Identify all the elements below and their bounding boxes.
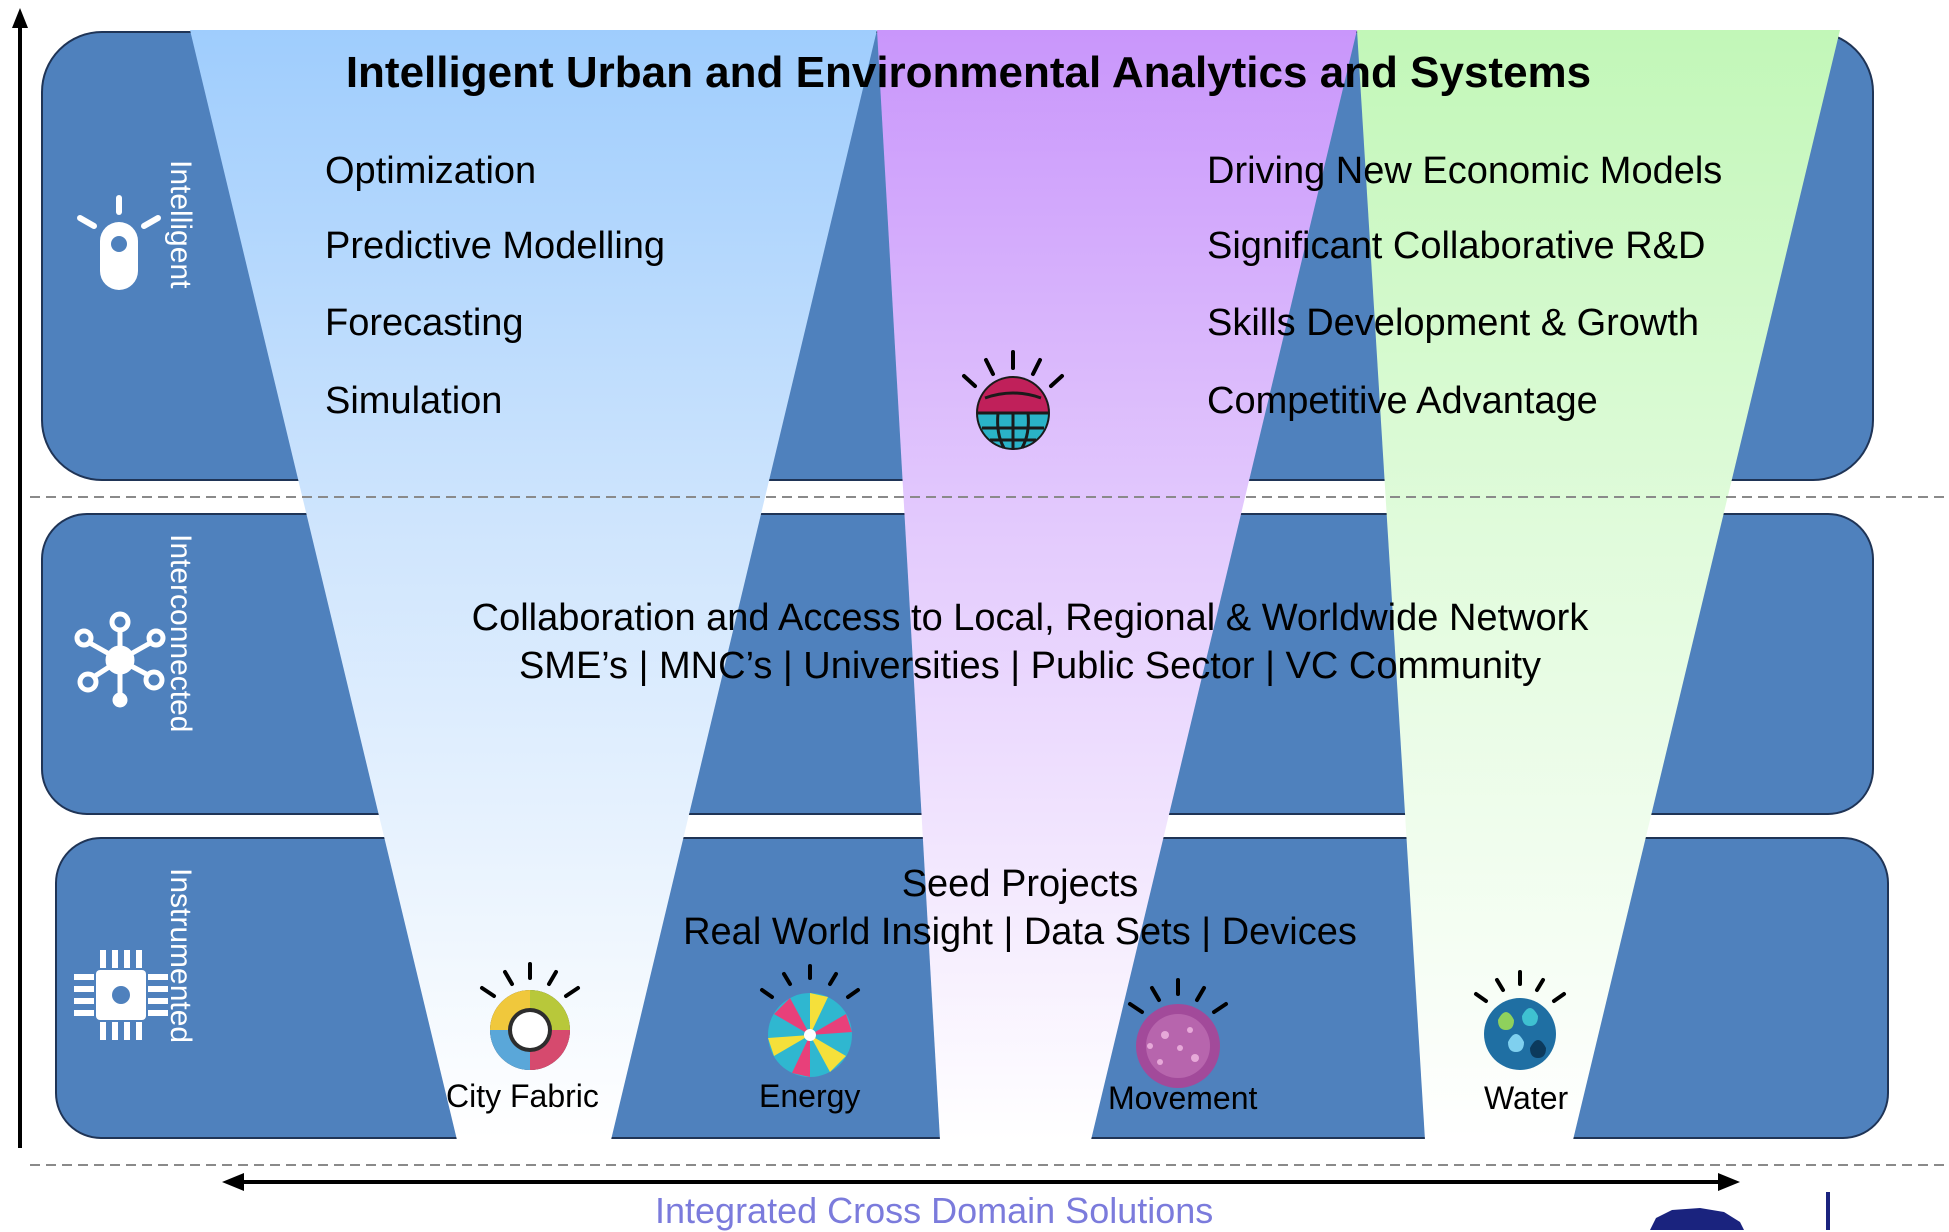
funnel-purple bbox=[877, 30, 1357, 1140]
water-icon bbox=[1474, 970, 1566, 1070]
horizontal-axis-arrowhead-right bbox=[1718, 1173, 1740, 1191]
interconnected-line-2: SME’s | MNC’s | Universities | Public Se… bbox=[518, 645, 1542, 687]
diagram-title: Intelligent Urban and Environmental Anal… bbox=[345, 48, 1592, 97]
benefit-item: Driving New Economic Models bbox=[1207, 150, 1723, 192]
layer-label-interconnected: Interconnected bbox=[164, 534, 197, 733]
chip-icon bbox=[74, 950, 168, 1040]
funnel-blue bbox=[190, 30, 877, 1140]
interconnected-line-1: Collaboration and Access to Local, Regio… bbox=[471, 597, 1589, 639]
capability-item: Predictive Modelling bbox=[325, 225, 666, 267]
layer-label-intelligent: Intelligent bbox=[164, 160, 197, 289]
domain-label-movement: Movement bbox=[1108, 1080, 1258, 1116]
vertical-axis-arrowhead bbox=[12, 8, 28, 28]
benefit-item: Competitive Advantage bbox=[1207, 380, 1598, 422]
horizontal-axis-arrowhead-left bbox=[222, 1173, 244, 1191]
domain-label-city-fabric: City Fabric bbox=[446, 1078, 599, 1114]
benefit-item: Skills Development & Growth bbox=[1207, 302, 1700, 344]
domain-label-energy: Energy bbox=[759, 1078, 861, 1114]
instrumented-line-1: Seed Projects bbox=[901, 863, 1139, 905]
network-hub-icon bbox=[74, 611, 166, 708]
instrumented-line-2: Real World Insight | Data Sets | Devices bbox=[683, 911, 1357, 953]
funnel-green bbox=[1357, 30, 1840, 1140]
smarter-planet-globe-icon bbox=[962, 350, 1064, 450]
benefit-item: Significant Collaborative R&D bbox=[1207, 225, 1706, 267]
cross-domain-label: Integrated Cross Domain Solutions bbox=[655, 1190, 1214, 1231]
capability-item: Simulation bbox=[325, 380, 503, 422]
lightbulb-icon bbox=[77, 195, 161, 290]
capability-item: Optimization bbox=[325, 150, 537, 192]
partial-logo bbox=[1650, 1192, 1830, 1230]
city-fabric-icon bbox=[480, 962, 580, 1070]
energy-icon bbox=[760, 964, 860, 1077]
capability-item: Forecasting bbox=[325, 302, 524, 344]
movement-icon bbox=[1128, 978, 1228, 1088]
layer-label-instrumented: Instrumented bbox=[164, 868, 197, 1044]
domain-label-water: Water bbox=[1484, 1080, 1569, 1116]
